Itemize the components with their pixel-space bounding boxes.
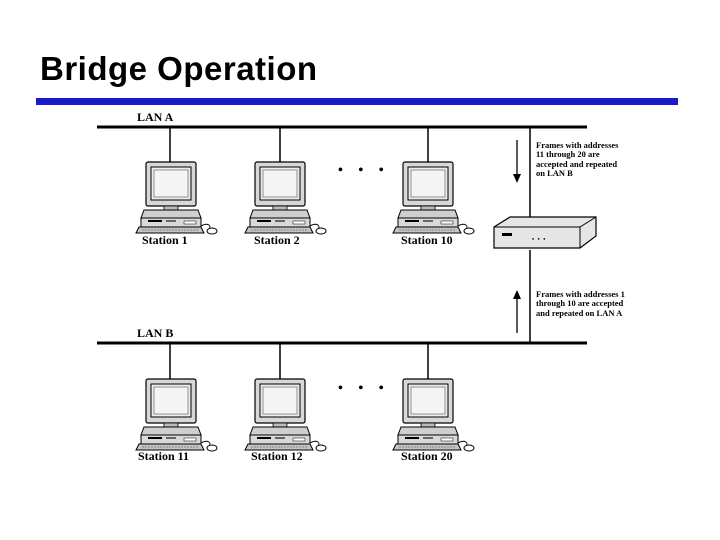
note-down: Frames with addresses 11 through 20 are …: [536, 140, 619, 179]
ellipsis: • • •: [338, 163, 390, 178]
station-label: Station 1: [142, 233, 188, 247]
page-title: Bridge Operation: [40, 50, 318, 87]
arrow-down-icon: [513, 140, 521, 183]
computer-icon: [244, 161, 327, 235]
bridge-icon: [493, 216, 597, 249]
bridge-port-dots: • • •: [532, 237, 547, 243]
arrow-up-icon: [513, 290, 521, 333]
computer-icon: [135, 161, 218, 235]
title-rule: [36, 98, 678, 105]
computer-icon: [135, 378, 218, 452]
station-label: Station 12: [251, 449, 303, 463]
computer-icon: [392, 378, 475, 452]
note-up: Frames with addresses 1 through 10 are a…: [536, 289, 625, 318]
station-label: Station 2: [254, 233, 300, 247]
station-label: Station 10: [401, 233, 453, 247]
station-label: Station 20: [401, 449, 453, 463]
lan-a-label: LAN A: [137, 110, 174, 124]
computer-icon: [392, 161, 475, 235]
station-label: Station 11: [138, 449, 190, 463]
lan-b-label: LAN B: [137, 326, 174, 340]
ellipsis: • • •: [338, 381, 390, 396]
computer-icon: [244, 378, 327, 452]
